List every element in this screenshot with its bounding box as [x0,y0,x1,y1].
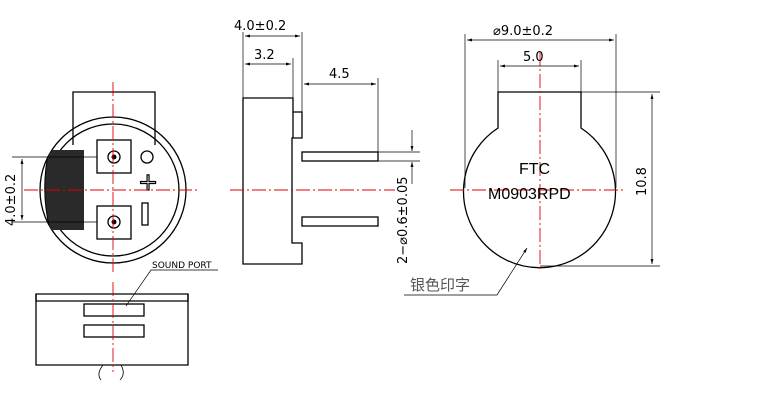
profile-sound-port-upper [83,303,145,317]
top-view: FTC M0903RPD ⌀9.0±0.2 5.0 10.8 银色印字 [404,24,660,296]
top-dim-len-text: 10.8 [635,167,650,196]
front-pin-pad-lower [96,205,132,240]
profile-top-step [35,294,189,302]
polarity-minus-symbol [141,202,149,226]
side-view: 4.0±0.2 3.2 4.5 2−⌀0.6±0.05 [230,19,420,265]
top-marking-ftc: FTC [519,161,550,178]
sound-port-label: SOUND PORT [152,261,212,271]
top-dim-tab-text: 5.0 [523,50,544,65]
top-note-silver-print: 银色印字 [410,276,470,294]
profile-view [35,282,189,381]
side-pin-lower [301,216,379,227]
front-index-circle [140,150,154,164]
polarity-plus-symbol: + [138,168,158,196]
side-dim-body-text: 3.2 [254,48,275,63]
front-pin-lower-center [111,219,117,225]
side-body [242,97,303,265]
side-pin-upper [301,151,379,162]
top-marking-part-number: M0903RPD [488,186,571,203]
front-pin-upper [107,150,121,164]
front-view: + 4.0±0.2 SOUND PORT [4,82,218,307]
front-pin-pad-upper [96,139,132,174]
profile-sound-port-lower [83,324,145,338]
side-dim-dia-text: 2−⌀0.6±0.05 [396,176,411,264]
front-pin-upper-center [111,154,117,160]
profile-lead-left [98,364,104,381]
front-pin-lower [107,215,121,229]
side-dim-pin-text: 4.5 [329,67,350,82]
top-note-leader [404,247,528,296]
top-dim-dia-text: ⌀9.0±0.2 [493,24,553,39]
top-body-outline [462,91,617,269]
profile-lead-right [119,364,124,381]
profile-body [35,293,189,366]
front-dim-pin-spacing-text: 4.0±0.2 [4,174,19,226]
side-dim-total-text: 4.0±0.2 [234,19,286,34]
front-rear-tab [72,91,156,145]
